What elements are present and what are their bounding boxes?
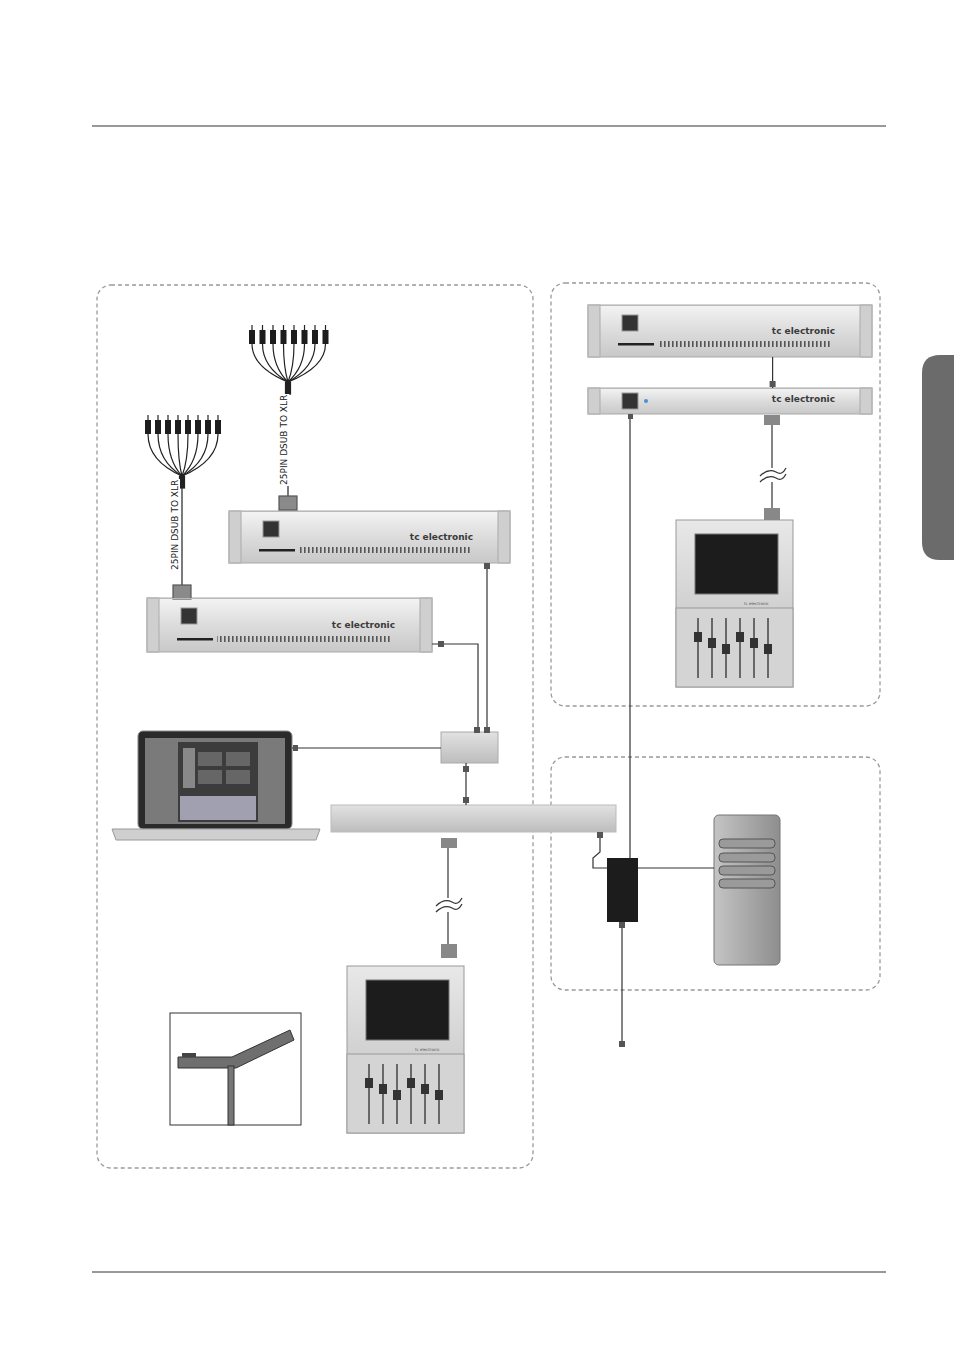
- rack-unit: tc electronic: [588, 305, 872, 357]
- cable-label: 25PIN DSUB TO XLR: [170, 479, 180, 571]
- brand-label: tc electronic: [410, 532, 473, 542]
- breakout-cables: [145, 325, 329, 599]
- stand-inset: [170, 1013, 301, 1125]
- brand-label: tc electronic: [744, 601, 769, 606]
- controller-body: [676, 520, 793, 687]
- brand-label: tc electronic: [415, 1047, 440, 1052]
- cable-label: 25PIN DSUB TO XLR: [279, 394, 289, 486]
- network-switch: [441, 732, 498, 763]
- rack-unit: tc electronic: [229, 511, 510, 563]
- plugs: [293, 413, 780, 1047]
- page-rules: [92, 126, 886, 1272]
- brand-label: tc electronic: [332, 620, 395, 630]
- cable-plug: [770, 381, 776, 387]
- rack-body: [147, 598, 432, 652]
- brand-label: tc electronic: [772, 326, 835, 336]
- power-supply: [607, 858, 638, 922]
- cable-breaks: [436, 468, 786, 912]
- rack-unit: tc electronic: [147, 598, 432, 652]
- laptop: [112, 731, 320, 840]
- rack-bar: [331, 805, 616, 832]
- controller-body: [347, 966, 464, 1133]
- brand-label: tc electronic: [772, 394, 835, 404]
- dashed-regions: [97, 283, 880, 1168]
- section-tab: [922, 355, 954, 560]
- remote-panel: [714, 815, 780, 965]
- cables: [292, 413, 772, 1043]
- controllers: [347, 520, 793, 1133]
- rack-unit: tc electronic: [588, 388, 872, 414]
- rack-body: [588, 305, 872, 357]
- rack-body: [229, 511, 510, 563]
- rack-body: [588, 388, 872, 414]
